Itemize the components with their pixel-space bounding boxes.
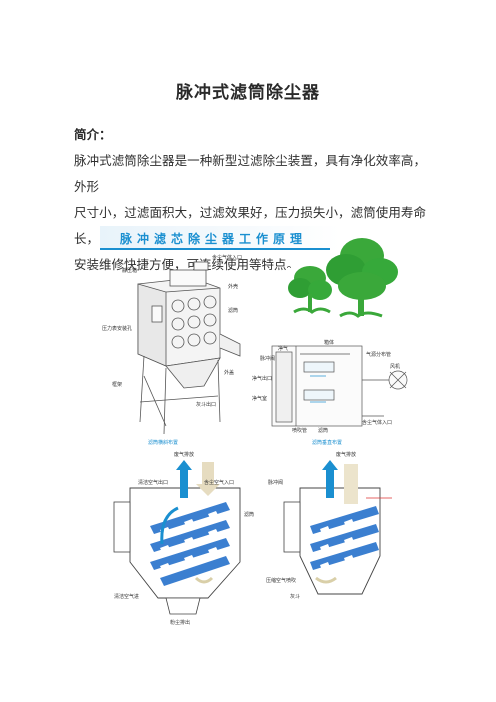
label-box: 箱体: [324, 339, 334, 346]
schematic-labels: 脉冲阀 箱体 净气出口 净气室 含尘气体入口 滤筒 风机 气源分布管 喷吹管 净…: [252, 339, 400, 434]
label-pulse-right: 脉冲阀: [268, 479, 283, 486]
label-inlet: 含尘气体入口: [212, 254, 242, 261]
dust-collector-machine: [137, 261, 241, 435]
figure-header-bg: [100, 226, 340, 250]
caption-left: 滤筒横斜布置: [148, 439, 178, 446]
figure-title: 脉冲滤芯除尘器工作原理: [120, 232, 308, 246]
label-dirty-inlet: 含尘气体入口: [362, 419, 392, 426]
document-title: 脉冲式滤筒除尘器: [176, 83, 320, 103]
intro-line: 安装维修快捷方便，可连续使用等特点。: [74, 257, 300, 272]
label-air-pipe: 气源分布管: [366, 351, 391, 358]
label-clean-side: 净气室: [252, 395, 267, 402]
caption-right: 滤筒垂直布置: [312, 439, 342, 446]
label-fan: 风机: [390, 363, 400, 370]
intro-label: 简介：: [74, 127, 112, 142]
label-dust-left: 粉尘排出: [170, 619, 190, 626]
label-frame: 框架: [112, 381, 122, 388]
label-injector: 喷吹管: [292, 427, 307, 434]
figure-drawing: 静压箱 含尘气体入口 外壳 滤筒 压力表安装孔 框架 灰斗出口 外盖: [102, 238, 408, 626]
diagram-vertical-labels: 废气排放 脉冲阀 压缩空气喷吹 灰斗: [266, 451, 356, 600]
machine-labels: 静压箱 含尘气体入口 外壳 滤筒 压力表安装孔 框架 灰斗出口 外盖: [102, 254, 242, 408]
intro-paragraph: 脉冲式滤筒除尘器是一种新型过滤除尘装置，具有净化效率高，外形 尺寸小，过滤面积大…: [74, 148, 426, 278]
label-pulse-valve: 脉冲阀: [260, 355, 275, 362]
working-principle-figure: 脉冲滤芯除尘器工作原理 静压箱 含尘气体入口 外壳 滤筒 压力表安装孔 框架: [100, 226, 420, 632]
diagram-vertical: [283, 460, 392, 595]
label-compressed-right: 压缩空气喷吹: [266, 577, 296, 584]
label-exhaust-right: 废气排放: [336, 451, 356, 458]
label-filter-left: 滤筒: [244, 511, 254, 518]
label-outer: 外盖: [224, 369, 234, 376]
label-compressed-left: 清洁空气进: [114, 593, 139, 600]
label-hopper: 灰斗出口: [196, 401, 216, 408]
label-exhaust-left: 废气排放: [174, 451, 194, 458]
tree-illustration: [286, 238, 398, 332]
label-filter: 滤筒: [318, 427, 328, 434]
label-ash-right: 灰斗: [290, 593, 300, 600]
label-pressure-hole: 压力表安装孔: [102, 325, 132, 332]
schematic-diagram: [271, 345, 408, 427]
label-dirty-in: 含尘空气入口: [204, 479, 234, 486]
label-shell: 外壳: [228, 283, 238, 290]
diagram-inclined-labels: 废气排放 清洁空气出口 含尘空气入口 滤筒 清洁空气进 粉尘排出: [114, 451, 254, 626]
intro-line: 尺寸小，过滤面积大，过滤效果好，压力损失小，滤筒使用寿命长，: [74, 205, 426, 246]
label-clean-air: 净气: [278, 345, 288, 352]
diagram-inclined: [113, 460, 241, 615]
label-silencer: 静压箱: [122, 267, 137, 274]
intro-line: 脉冲式滤筒除尘器是一种新型过滤除尘装置，具有净化效率高，外形: [74, 153, 426, 194]
label-cartridge: 滤筒: [228, 307, 238, 314]
figure-header: 脉冲滤芯除尘器工作原理: [100, 226, 420, 252]
label-air-outlet: 净气出口: [252, 375, 272, 382]
label-clean-out: 清洁空气出口: [138, 479, 168, 486]
